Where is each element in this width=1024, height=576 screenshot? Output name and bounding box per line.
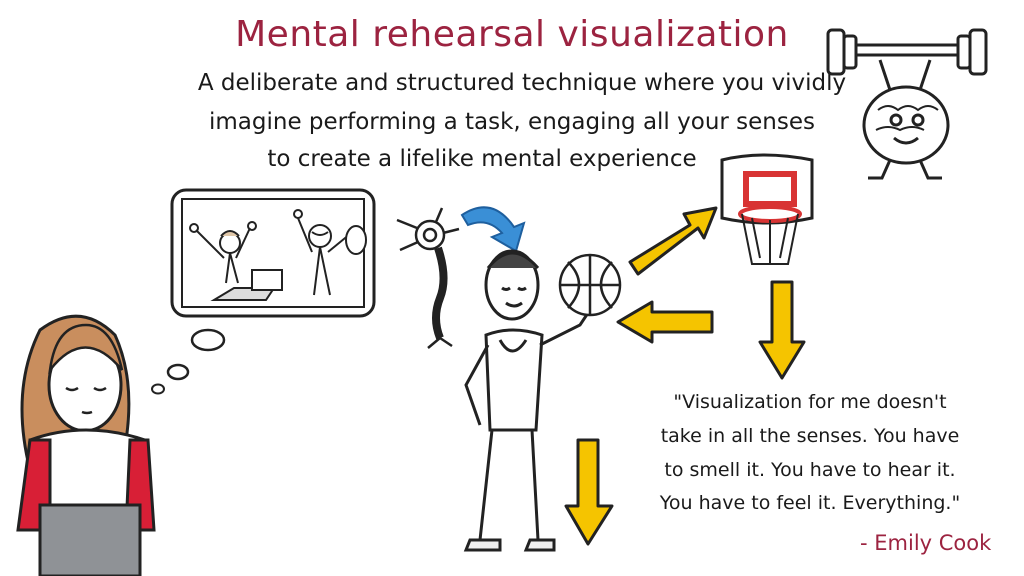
blue-curved-arrow-icon: [460, 206, 526, 253]
page-title: Mental rehearsal visualization: [235, 14, 789, 55]
brain-weightlifter-icon: [826, 28, 988, 180]
basketball-icon: [558, 253, 622, 317]
thinking-woman-icon: [16, 314, 156, 576]
subtitle-line-3: to create a lifelike mental experience: [267, 146, 697, 172]
neuron-icon: [396, 207, 460, 349]
quote-line-1: "Visualization for me doesn't: [673, 391, 947, 413]
subtitle-line-2: imagine performing a task, engaging all …: [208, 109, 815, 135]
yellow-arrow-down-right-icon: [758, 280, 806, 380]
thought-bubble: [151, 188, 376, 395]
yellow-arrow-down-center-icon: [564, 438, 614, 546]
basketball-hoop-icon: [720, 153, 814, 265]
quote-line-4: You have to feel it. Everything.": [659, 492, 961, 514]
quote-author: - Emily Cook: [860, 531, 992, 555]
subtitle-line-1: A deliberate and structured technique wh…: [197, 70, 847, 96]
quote-line-3: to smell it. You have to hear it.: [664, 459, 956, 481]
yellow-arrow-up-right-icon: [628, 206, 718, 276]
basketball-player-icon: [463, 249, 602, 552]
celebrating-man-icon: [293, 209, 367, 296]
yellow-arrow-left-icon: [616, 300, 714, 344]
celebrating-woman-icon: [189, 221, 283, 301]
quote-line-2: take in all the senses. You have: [660, 425, 960, 447]
